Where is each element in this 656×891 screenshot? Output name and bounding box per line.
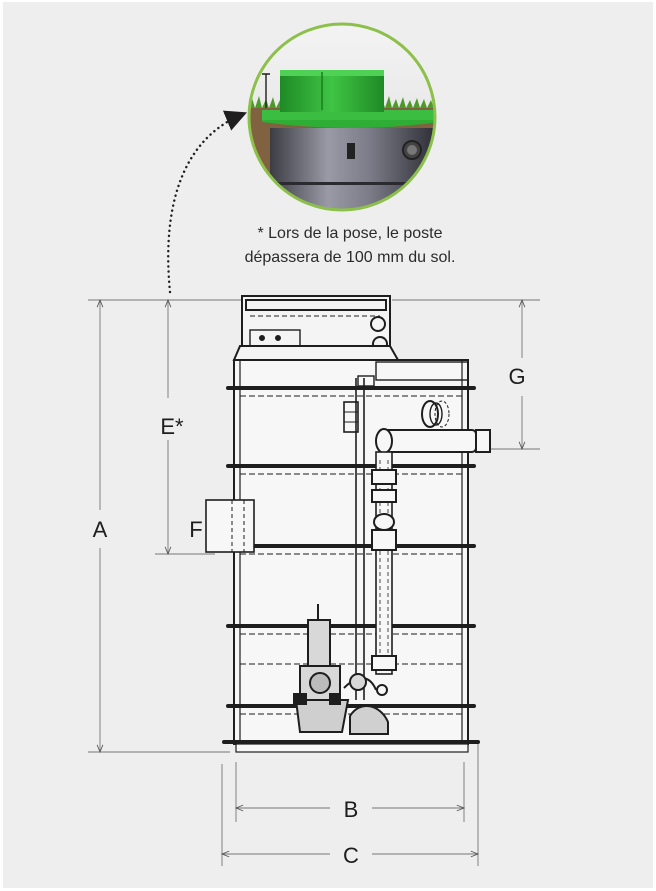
pumping-station-tank (205, 295, 491, 753)
dimension-label-e: E* (160, 414, 184, 439)
installation-note-line-1: * Lors de la pose, le poste (257, 225, 443, 242)
dimension-label-g: G (508, 364, 525, 389)
dimension-lines (88, 298, 540, 866)
dimension-label-b: B (344, 797, 359, 822)
installation-note-line-2: dépassera de 100 mm du sol. (244, 249, 456, 266)
installation-note: * Lors de la pose, le poste dépassera de… (190, 222, 510, 270)
dimension-label-c: C (343, 843, 359, 868)
installed-cover-detail-icon (247, 22, 437, 212)
dotted-curved-arrow-icon (167, 110, 247, 294)
dimension-label-a: A (93, 517, 108, 542)
dimension-label-f: F (189, 517, 202, 542)
